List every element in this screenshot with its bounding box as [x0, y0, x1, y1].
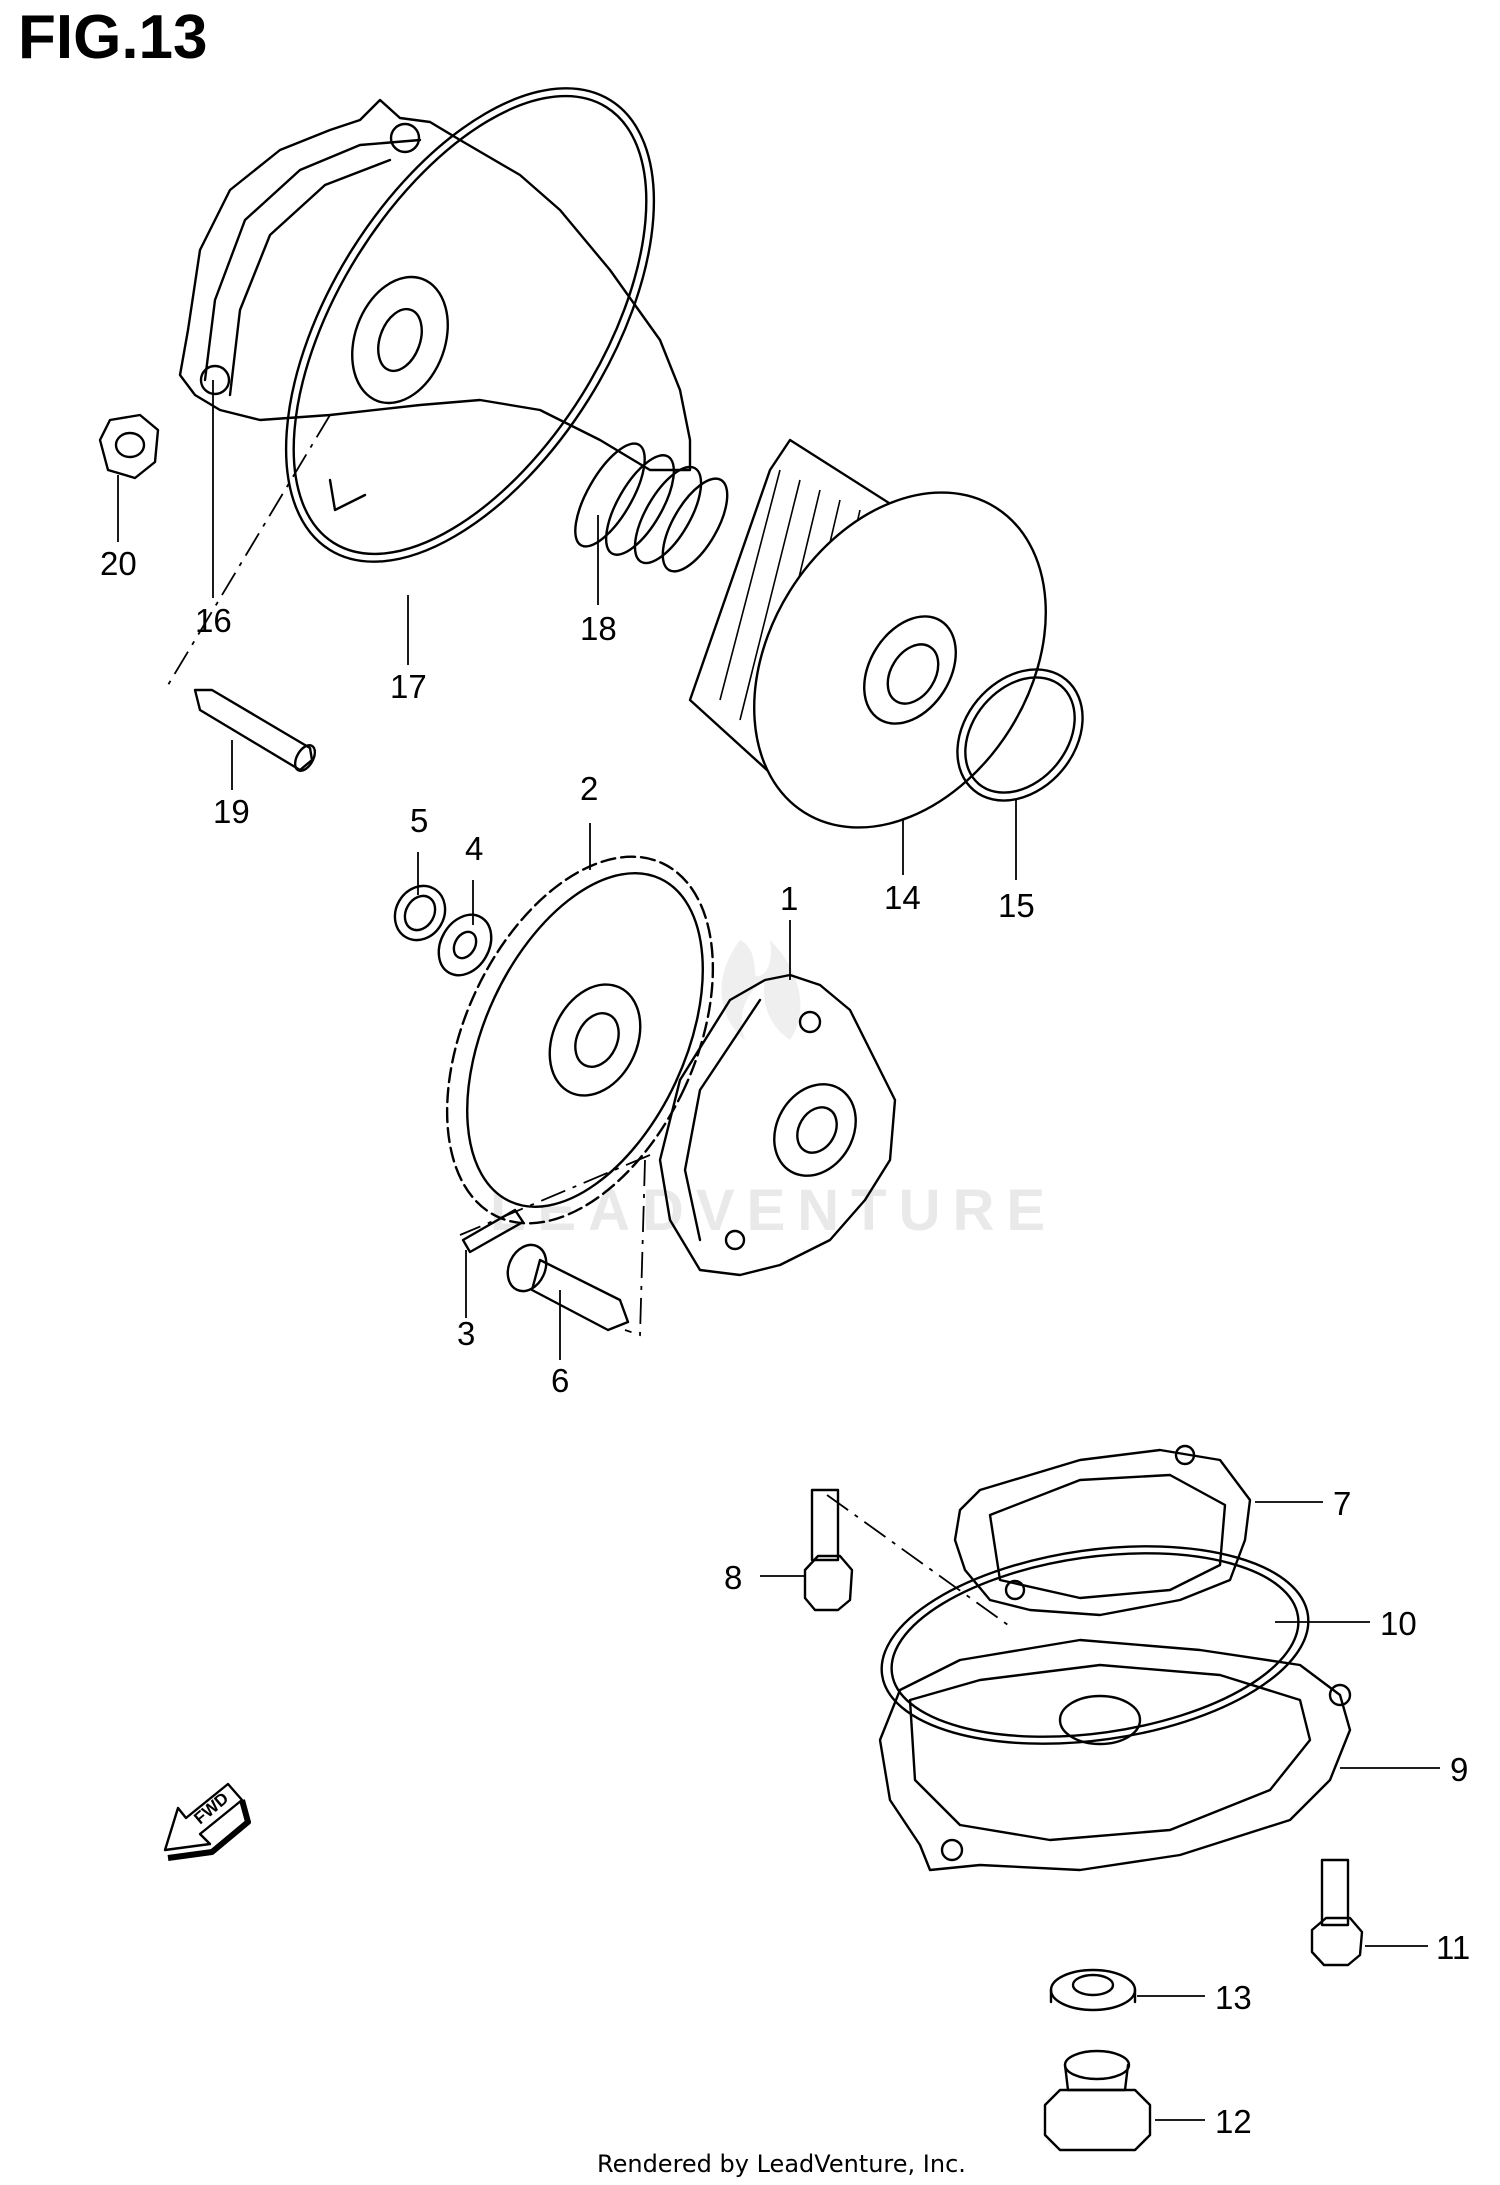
callout-12: 12: [1215, 2103, 1252, 2140]
callout-13: 13: [1215, 1979, 1252, 2016]
part-13-washer: [1049, 1968, 1137, 2012]
callout-17: 17: [390, 668, 427, 705]
callout-leaders: [117, 380, 1440, 2121]
part-7-gasket: [953, 1444, 1252, 1617]
part-11-bolt: [1310, 1858, 1364, 1967]
figure-title: FIG.13: [18, 3, 208, 72]
callout-3: 3: [457, 1315, 475, 1352]
part-3-pin: [461, 1208, 525, 1254]
callout-16: 16: [195, 602, 232, 639]
callout-1: 1: [780, 880, 798, 917]
part-9-oil-pan: [878, 1638, 1352, 1872]
callout-6: 6: [551, 1362, 569, 1399]
callout-11: 11: [1436, 1929, 1470, 1966]
callout-15: 15: [998, 887, 1035, 924]
guide-lines: [164, 414, 1009, 1626]
part-8-bolt: [803, 1488, 854, 1612]
callout-18: 18: [580, 610, 617, 647]
part-2-gear: [445, 855, 715, 1225]
part-10-o-ring: [880, 1545, 1310, 1745]
part-12-drain-plug: [1043, 2049, 1152, 2152]
callout-14: 14: [884, 879, 921, 916]
callout-19: 19: [213, 793, 250, 830]
part-16-cover: [178, 98, 692, 512]
callout-4: 4: [465, 830, 483, 867]
callout-5: 5: [410, 802, 428, 839]
part-20-nut: [98, 413, 160, 480]
callout-labels: 1 2 3 4 5 6 7 8 9 10 11 12 13 14 15 16 1…: [100, 545, 1470, 2140]
callout-20: 20: [100, 545, 137, 582]
part-17-o-ring: [284, 87, 656, 563]
callout-2: 2: [580, 770, 598, 807]
callout-7: 7: [1333, 1485, 1351, 1522]
watermark: LEADVENTURE: [490, 940, 1045, 1243]
callout-10: 10: [1380, 1605, 1417, 1642]
part-18-spring: [574, 442, 729, 573]
part-5-circlip: [393, 884, 447, 942]
part-19-stud: [193, 688, 317, 772]
part-6-bolt: [506, 1243, 630, 1332]
footer-credit: Rendered by LeadVenture, Inc.: [597, 2150, 966, 2178]
part-15-o-ring: [956, 668, 1084, 802]
callout-9: 9: [1450, 1751, 1468, 1788]
callout-8: 8: [724, 1559, 742, 1596]
part-4-washer: [437, 913, 493, 977]
part-1-oil-pump: [658, 973, 897, 1277]
part-14-oil-filter: [688, 438, 1047, 829]
fwd-arrow-icon: FWD: [163, 1782, 251, 1861]
